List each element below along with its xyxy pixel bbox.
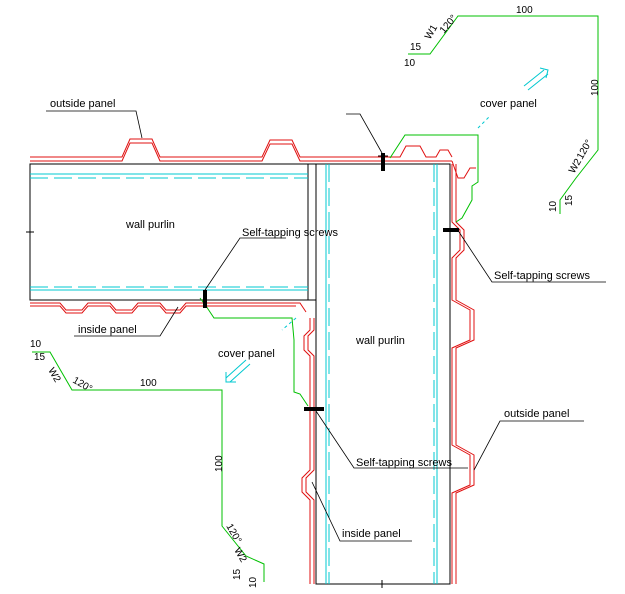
svg-text:15: 15 <box>564 194 575 206</box>
svg-text:100: 100 <box>140 378 157 389</box>
label-self-tapping-right: Self-tapping screws <box>494 270 590 282</box>
arrow-down-left <box>225 317 297 383</box>
svg-text:120°: 120° <box>223 522 243 545</box>
inside-panel-left-shape <box>30 302 307 313</box>
label-inside-panel-left: inside panel <box>78 324 137 336</box>
cover-panel-inner-shape <box>199 297 309 407</box>
leader-screw-top <box>346 113 383 154</box>
leader-inside-bottom <box>311 481 412 542</box>
svg-text:100: 100 <box>516 5 533 16</box>
svg-text:10: 10 <box>248 576 259 588</box>
leader-outside-top <box>46 110 143 139</box>
svg-text:10: 10 <box>548 200 559 212</box>
screw-left <box>203 290 207 308</box>
label-self-tapping-mid: Self-tapping screws <box>356 457 452 469</box>
label-outside-panel-top: outside panel <box>50 98 115 110</box>
cover-panel-top-shape <box>389 134 479 223</box>
label-cover-panel-mid: cover panel <box>218 348 275 360</box>
svg-text:15: 15 <box>410 42 422 53</box>
label-inside-panel-bottom: inside panel <box>342 528 401 540</box>
svg-text:15: 15 <box>232 568 243 580</box>
arrow-up-right <box>477 67 549 129</box>
svg-text:10: 10 <box>30 339 42 350</box>
inside-panel-right-shape-2 <box>305 318 315 584</box>
label-wall-purlin-left: wall purlin <box>125 219 175 231</box>
leader-inside-left <box>74 306 179 337</box>
svg-text:W1: W1 <box>423 23 440 42</box>
svg-text:100: 100 <box>214 455 225 472</box>
detail-bottom-profile: 100 100 120° W2 15 10 120° W2 15 10 <box>30 339 265 588</box>
svg-text:120°: 120° <box>438 13 460 36</box>
svg-text:W2: W2 <box>231 546 248 565</box>
leader-outside-right <box>473 420 584 471</box>
outside-panel-top-shape <box>30 138 453 158</box>
svg-text:15: 15 <box>34 352 46 363</box>
outside-panel-top-shape-2 <box>30 142 452 162</box>
label-cover-panel-top: cover panel <box>480 98 537 110</box>
screw-mid <box>304 407 324 411</box>
label-self-tapping-top: Self-tapping screws <box>242 227 338 239</box>
svg-text:100: 100 <box>590 79 601 96</box>
leader-screw-mid <box>315 410 468 469</box>
outside-panel-right-shape-2 <box>455 164 475 584</box>
label-outside-panel-right: outside panel <box>504 408 569 420</box>
inside-panel-right-shape <box>301 318 311 584</box>
label-wall-purlin-right: wall purlin <box>355 335 405 347</box>
svg-text:10: 10 <box>404 58 416 69</box>
screw-top <box>378 153 388 171</box>
left-wall-purlin <box>26 163 316 301</box>
outside-panel-right-corner <box>451 160 476 179</box>
leader-screw-right <box>458 231 606 283</box>
inside-panel-left-shape-2 <box>30 305 296 314</box>
screw-right <box>443 228 459 232</box>
leader-screw-left <box>204 237 286 291</box>
svg-text:120°: 120° <box>71 375 94 395</box>
